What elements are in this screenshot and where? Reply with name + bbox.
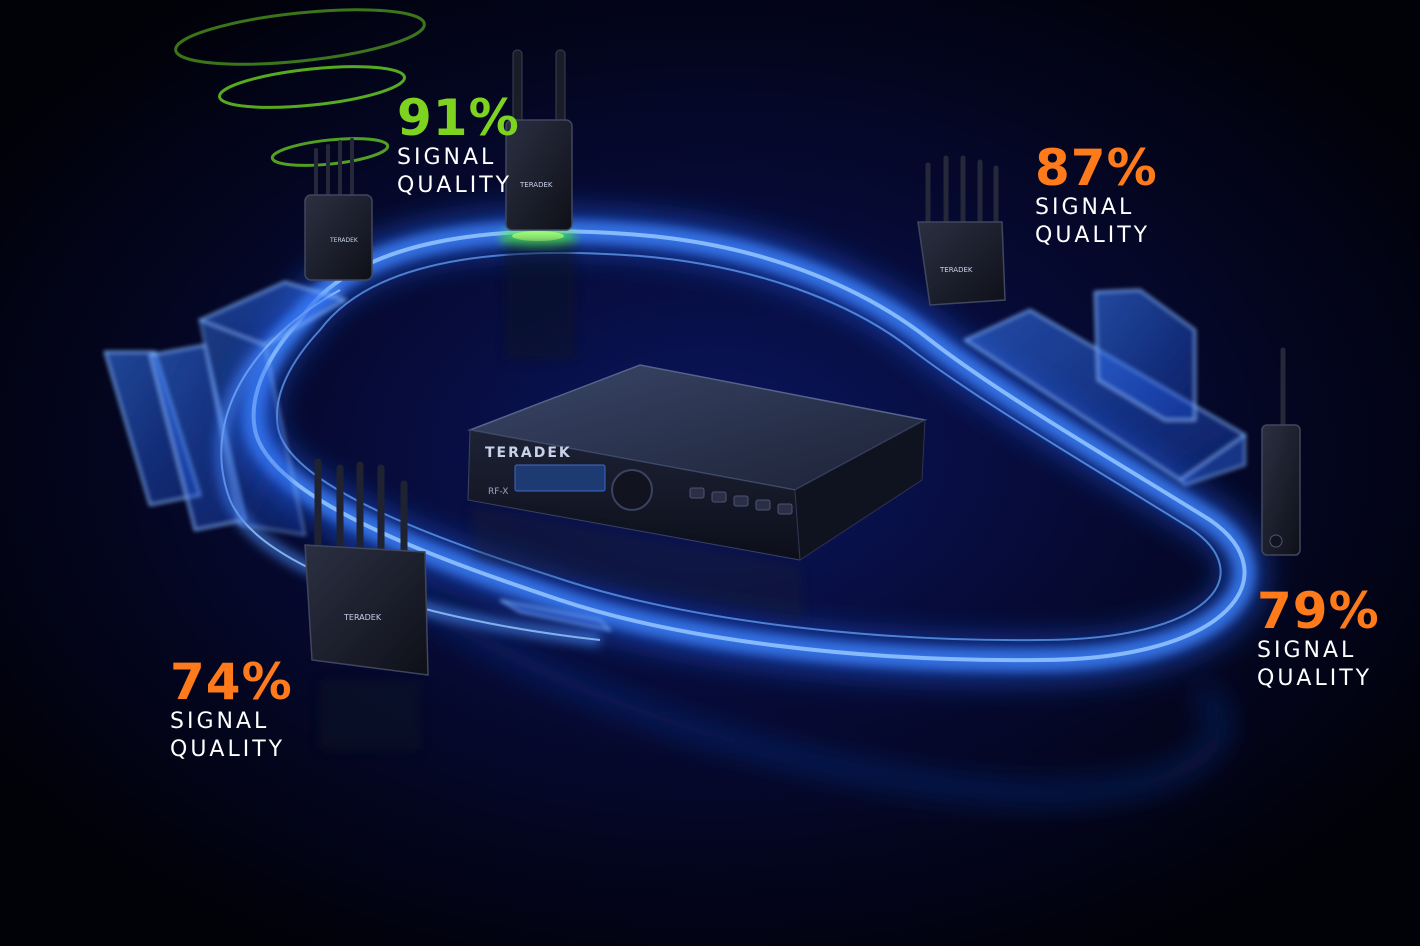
signal-label: SIGNAL QUALITY xyxy=(397,145,513,198)
signal-value: 87% xyxy=(1035,139,1158,197)
signal-label: SIGNAL QUALITY xyxy=(1257,638,1373,691)
device-bottom-left: TERADEK xyxy=(304,458,429,676)
signal-value: 74% xyxy=(170,653,293,711)
callout-right: 79% SIGNAL QUALITY xyxy=(1257,585,1407,693)
signal-label: SIGNAL QUALITY xyxy=(1035,195,1151,248)
hub-model-text: RF-X xyxy=(488,487,508,497)
svg-text:TERADEK: TERADEK xyxy=(343,613,382,622)
svg-text:TERADEK: TERADEK xyxy=(519,181,553,189)
device-top-left: TERADEK xyxy=(304,138,373,281)
signal-value: 79% xyxy=(1257,582,1380,640)
device-top-right: TERADEK xyxy=(917,155,1006,306)
obstacle-blocks xyxy=(103,280,1247,632)
hub-brand-text: TERADEK xyxy=(485,445,572,461)
wifi-waves-icon xyxy=(174,8,426,167)
device-right xyxy=(1261,347,1301,556)
callout-bottom-left: 74% SIGNAL QUALITY xyxy=(170,656,320,764)
hub-device: TERADEK RF-X xyxy=(467,364,928,561)
signal-label: SIGNAL QUALITY xyxy=(170,709,286,762)
callout-top-center: 91% SIGNAL QUALITY xyxy=(397,92,547,200)
svg-text:TERADEK: TERADEK xyxy=(939,266,973,274)
signal-value: 91% xyxy=(397,89,520,147)
svg-text:TERADEK: TERADEK xyxy=(329,237,359,244)
callout-top-right: 87% SIGNAL QUALITY xyxy=(1035,142,1185,250)
